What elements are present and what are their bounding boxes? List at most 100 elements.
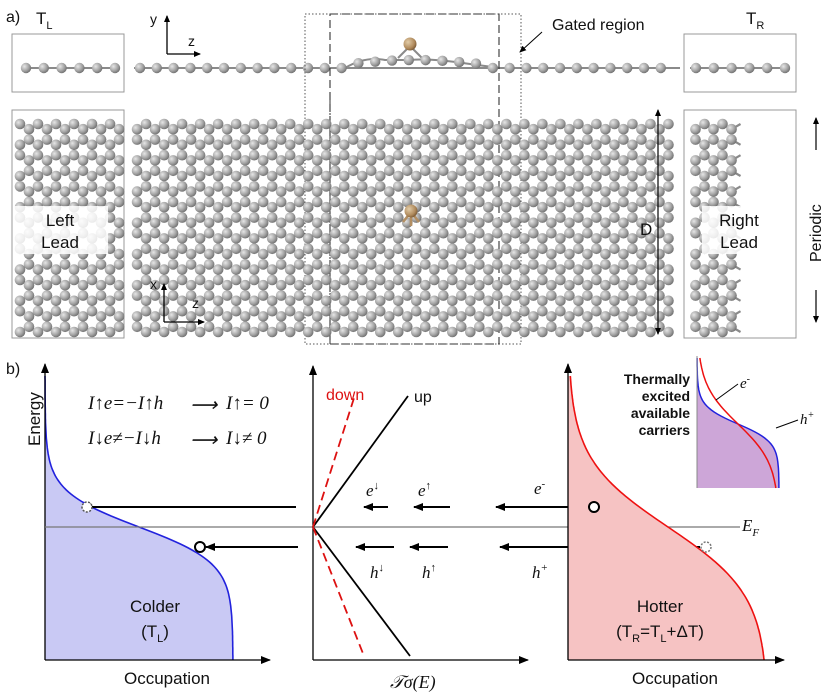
lattice-atom — [654, 259, 665, 270]
lattice-atom — [401, 134, 413, 145]
down-transmission-upper — [312, 397, 355, 528]
lattice-atom — [492, 227, 503, 239]
lattice-atom — [23, 134, 35, 145]
lattice-atom — [167, 217, 179, 229]
lattice-atom — [257, 217, 269, 229]
lattice-atom — [519, 305, 530, 317]
lattice-atom — [510, 155, 521, 166]
lattice-atom — [582, 290, 593, 301]
lattice-atom — [582, 165, 593, 177]
lattice-atom — [347, 227, 359, 239]
lattice-atom — [555, 326, 566, 338]
lattice-atom — [320, 118, 332, 130]
lattice-atom — [546, 311, 557, 322]
lattice-atom — [392, 305, 404, 317]
lattice-atom — [492, 165, 503, 177]
lattice-atom — [311, 186, 323, 197]
lattice-atom — [401, 279, 413, 291]
side-atom — [554, 62, 566, 74]
lattice-atom — [320, 243, 332, 255]
lattice-atom — [537, 170, 548, 182]
lattice-atom — [699, 264, 710, 275]
lattice-atom — [221, 311, 233, 322]
lattice-atom — [185, 155, 197, 166]
lattice-atom — [392, 170, 404, 182]
lattice-atom — [374, 295, 386, 307]
lattice-atom — [546, 196, 557, 208]
lattice-atom — [600, 217, 611, 229]
lattice-atom — [266, 139, 278, 151]
lattice-atom — [419, 311, 431, 322]
lattice-atom — [302, 243, 314, 255]
lattice-atom — [131, 259, 143, 270]
lattice-atom — [338, 264, 350, 275]
lattice-atom — [95, 155, 107, 166]
side-atom — [151, 62, 162, 74]
lattice-atom — [338, 149, 350, 161]
lattice-atom — [591, 274, 602, 286]
lattice-atom — [519, 233, 530, 244]
side-atom — [403, 54, 414, 66]
lattice-atom — [564, 186, 575, 197]
lattice-atom — [338, 201, 350, 213]
lattice-atom — [140, 149, 152, 161]
lattice-atom — [203, 123, 215, 135]
lattice-atom — [392, 201, 404, 213]
side-atom — [638, 62, 650, 74]
lattice-atom — [113, 165, 125, 177]
lattice-atom — [537, 149, 548, 161]
lattice-atom — [555, 118, 566, 130]
lattice-atom — [347, 134, 359, 145]
lattice-atom — [654, 321, 665, 333]
lattice-atom — [266, 149, 278, 161]
lattice-atom — [519, 118, 530, 130]
lattice-atom — [501, 170, 512, 182]
lattice-atom — [365, 290, 377, 301]
lattice-atom — [221, 155, 233, 166]
lattice-atom — [708, 259, 719, 270]
lattice-atom — [140, 295, 152, 307]
lattice-atom — [392, 243, 404, 255]
lattice-atom — [167, 123, 179, 135]
lattice-atom — [699, 118, 710, 130]
lattice-atom — [59, 311, 71, 322]
lattice-atom — [374, 149, 386, 161]
lattice-atom — [627, 212, 638, 223]
lattice-atom — [68, 170, 80, 182]
lattice-atom — [636, 155, 647, 166]
lattice-atom — [194, 326, 206, 338]
lattice-atom — [492, 259, 503, 270]
lattice-atom — [438, 248, 449, 260]
lattice-atom — [311, 290, 323, 301]
lattice-atom — [591, 326, 602, 338]
lattice-atom — [519, 274, 530, 286]
lattice-atom — [456, 259, 467, 270]
lattice-atom — [582, 227, 593, 239]
lattice-atom — [429, 305, 440, 317]
lattice-atom — [293, 279, 305, 291]
t-right-label: TR — [746, 9, 764, 32]
lattice-atom — [519, 264, 530, 275]
lattice-atom — [194, 295, 206, 307]
side-atom — [762, 62, 773, 74]
colder-temp-label: (TL) — [141, 622, 169, 645]
lattice-atom — [663, 233, 674, 244]
lattice-atom — [645, 233, 656, 244]
lattice-atom — [338, 243, 350, 255]
lattice-atom — [383, 227, 395, 239]
lattice-atom — [275, 155, 287, 166]
lattice-atom — [149, 321, 161, 333]
lattice-atom — [419, 321, 431, 333]
lattice-atom — [293, 186, 305, 197]
lattice-atom — [50, 139, 62, 151]
lattice-atom — [537, 212, 548, 223]
lattice-atom — [221, 227, 233, 239]
lattice-atom — [582, 248, 593, 260]
lattice-atom — [591, 181, 602, 192]
lattice-atom — [257, 196, 269, 208]
lattice-atom — [663, 305, 674, 317]
lattice-atom — [50, 149, 62, 161]
side-atom — [218, 62, 230, 74]
lattice-atom — [203, 227, 215, 239]
lattice-atom — [510, 123, 521, 135]
